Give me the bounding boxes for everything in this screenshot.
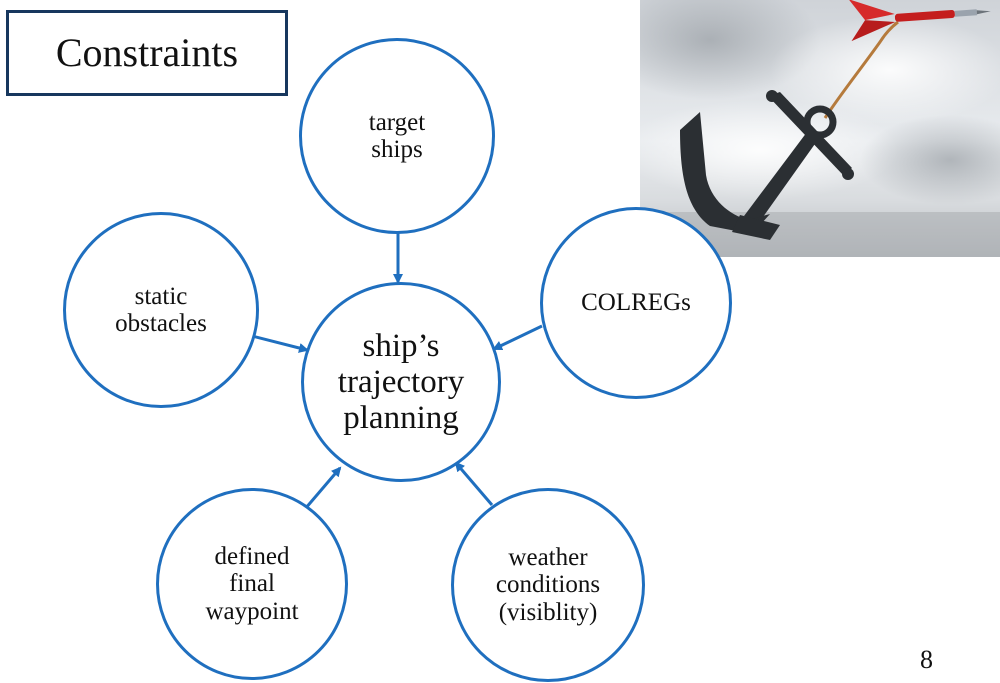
node-label-final-waypoint: defined final waypoint xyxy=(205,542,299,625)
anchor-dart-photo-icon xyxy=(640,0,1000,257)
node-target-ships: target ships xyxy=(299,38,495,234)
arrow-static-obstacles xyxy=(251,334,309,353)
node-weather: weather conditions (visiblity) xyxy=(451,488,645,682)
node-label-target-ships: target ships xyxy=(368,108,426,164)
node-final-waypoint: defined final waypoint xyxy=(156,488,348,680)
node-label-weather: weather conditions (visiblity) xyxy=(495,543,601,626)
node-label-colregs: COLREGs xyxy=(581,289,691,317)
slide-title-box: Constraints xyxy=(6,10,288,96)
node-center: ship’s trajectory planning xyxy=(301,282,501,482)
node-label-static-obstacles: static obstacles xyxy=(115,282,207,338)
page-number: 8 xyxy=(920,645,933,674)
node-colregs: COLREGs xyxy=(540,207,732,399)
arrow-final-waypoint xyxy=(303,466,342,510)
arrow-weather xyxy=(454,461,494,506)
slide-title: Constraints xyxy=(55,30,239,75)
node-label-center: ship’s trajectory planning xyxy=(337,327,465,437)
node-static-obstacles: static obstacles xyxy=(63,212,259,408)
arrow-colregs xyxy=(492,324,543,351)
anchor-dart-photo xyxy=(640,0,1000,257)
